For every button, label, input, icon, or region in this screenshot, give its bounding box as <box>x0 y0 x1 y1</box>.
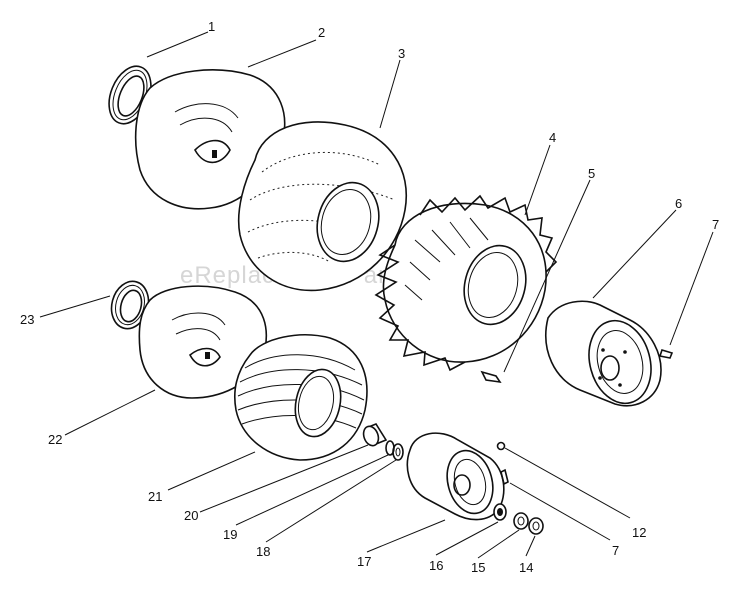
nut-14 <box>528 517 544 535</box>
rim-front <box>406 432 505 521</box>
bearing <box>493 503 507 521</box>
bushing <box>362 423 388 447</box>
callout-4: 4 <box>549 130 556 145</box>
callout-15: 15 <box>471 560 485 575</box>
callout-12: 12 <box>632 525 646 540</box>
tire-lug <box>374 194 558 372</box>
callout-20: 20 <box>184 508 198 523</box>
nut-15 <box>513 512 529 530</box>
valve-lower <box>500 468 509 486</box>
callout-labels: 1 2 3 4 5 6 7 7 12 14 15 16 17 18 19 20 … <box>20 19 719 575</box>
leader-lines <box>39 31 714 559</box>
callout-18: 18 <box>256 544 270 559</box>
tire-turf <box>237 121 407 292</box>
callout-7-upper: 7 <box>712 217 719 232</box>
callout-7-lower: 7 <box>612 543 619 558</box>
rim-strip-lower <box>110 280 150 330</box>
callout-5: 5 <box>588 166 595 181</box>
callout-19: 19 <box>223 527 237 542</box>
valve-stem <box>480 370 502 384</box>
callout-17: 17 <box>357 554 371 569</box>
callout-16: 16 <box>429 558 443 573</box>
callout-22: 22 <box>48 432 62 447</box>
callout-21: 21 <box>148 489 162 504</box>
callout-3: 3 <box>398 46 405 61</box>
callout-14: 14 <box>519 560 533 575</box>
rim-rear <box>545 300 662 407</box>
valve-upper <box>658 349 674 359</box>
callout-23: 23 <box>20 312 34 327</box>
valve-cap <box>496 441 506 451</box>
tire-ribbed <box>234 334 368 461</box>
callout-6: 6 <box>675 196 682 211</box>
callout-1: 1 <box>208 19 215 34</box>
callout-2: 2 <box>318 25 325 40</box>
inner-tube-upper <box>134 69 286 210</box>
washer-18 <box>392 443 404 461</box>
